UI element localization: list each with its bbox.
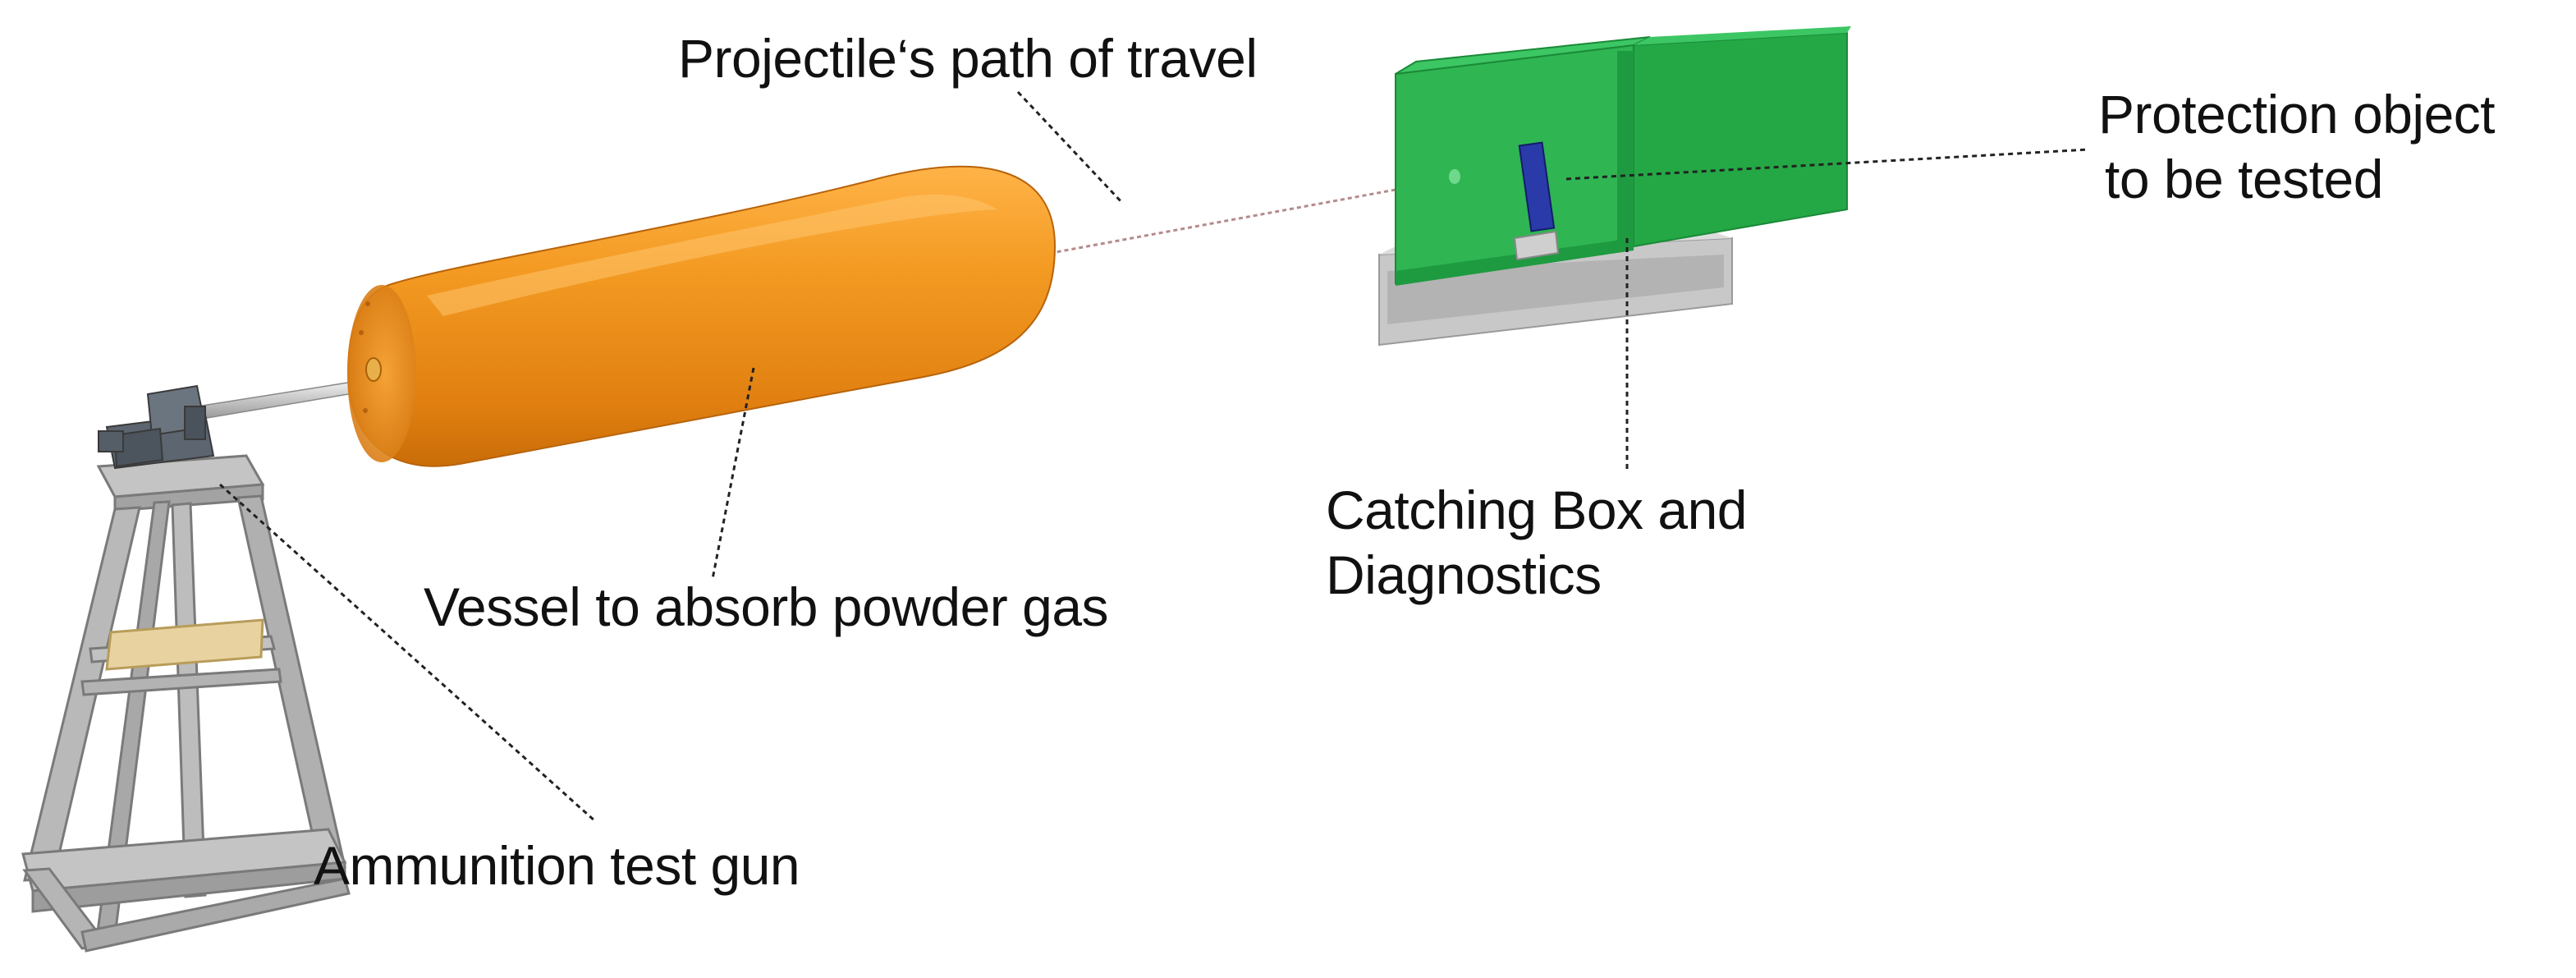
label-projectile-path: Projectile‘s path of travel	[678, 28, 1258, 89]
gun-breech	[98, 384, 215, 470]
leader-gun	[218, 483, 597, 823]
label-protection-object: Protection object to be tested	[2098, 84, 2496, 210]
catching-box	[1378, 26, 1851, 347]
gun-barrel	[195, 381, 360, 420]
leader-path	[1016, 90, 1125, 205]
protection-object	[1518, 141, 1556, 232]
projectile-path-line	[1042, 179, 1446, 256]
label-catching-box: Catching Box and Diagnostics	[1326, 480, 1748, 606]
label-ammunition-gun: Ammunition test gun	[314, 835, 800, 896]
gun-stand	[21, 454, 351, 953]
leader-protection	[1565, 148, 2090, 181]
label-vessel: Vessel to absorb powder gas	[424, 576, 1109, 637]
gas-vessel	[347, 165, 1057, 467]
